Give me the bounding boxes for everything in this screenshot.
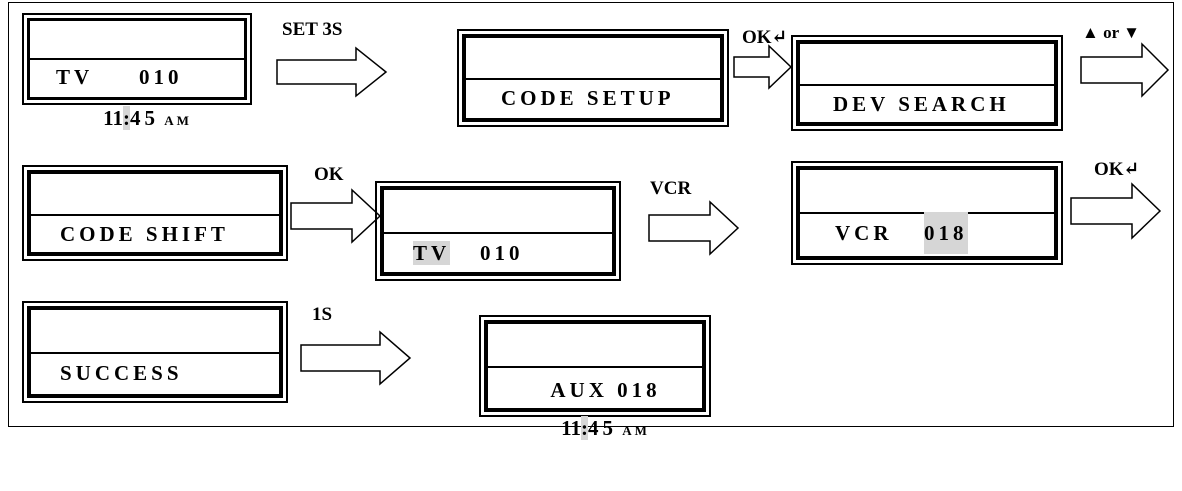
- label-set3s: SET 3S: [282, 19, 343, 40]
- label-ok-2: OK: [314, 164, 344, 185]
- screen-text: AUX 018: [550, 378, 661, 402]
- arrow-4: [290, 188, 382, 244]
- screen-text: CODE SETUP: [501, 86, 675, 110]
- device-code: 010: [480, 241, 524, 265]
- lcd-line-1: AUX 018: [488, 324, 702, 402]
- label-1s: 1S: [312, 304, 333, 325]
- time-colon: :: [580, 416, 588, 440]
- lcd-success: SUCCESS: [22, 301, 288, 403]
- device-label: TV: [56, 65, 94, 89]
- lcd-code-setup: CODE SETUP: [457, 29, 729, 127]
- device-label: VCR: [835, 221, 893, 245]
- time-colon: :: [122, 106, 130, 130]
- lcd-tv-home: TV 010 11:45 AM: [22, 13, 252, 130]
- device-code: 018: [924, 212, 968, 254]
- arrow-7: [300, 330, 412, 386]
- lcd-aux-home: AUX 018 11:45 AM: [479, 315, 711, 440]
- label-vcr: VCR: [650, 178, 692, 199]
- lcd-line-1: CODE SHIFT: [31, 174, 279, 246]
- time-minute: 45: [587, 416, 617, 440]
- lcd-tv-code: TV 010: [375, 181, 621, 281]
- lcd-code-shift: CODE SHIFT: [22, 165, 288, 261]
- screen-text: CODE SHIFT: [60, 222, 229, 246]
- lcd-line-1: TV 010: [384, 190, 612, 265]
- device-code: 010: [139, 65, 183, 89]
- arrow-6: [1070, 182, 1162, 240]
- arrow-1: [276, 46, 388, 98]
- lcd-line-1: TV 010: [29, 20, 245, 89]
- lcd-line-1: SUCCESS: [31, 310, 279, 385]
- screen-text: SUCCESS: [60, 361, 183, 385]
- time-ampm: AM: [164, 113, 192, 128]
- lcd-line-2: 11:45 AM: [29, 58, 245, 130]
- lcd-dev-search: DEV SEARCH: [791, 35, 1063, 131]
- lcd-vcr-code: VCR 018: [791, 161, 1063, 265]
- arrow-5: [648, 200, 740, 256]
- lcd-line-1: VCR 018: [800, 170, 1054, 254]
- screen-text: DEV SEARCH: [833, 92, 1010, 116]
- arrow-3: [1080, 42, 1170, 98]
- diagram-frame: [8, 2, 1174, 427]
- label-up-or-down: ▲ or ▼: [1082, 23, 1140, 42]
- arrow-2: [733, 44, 793, 90]
- label-ok-1: OK↵: [742, 27, 788, 48]
- lcd-line-1: CODE SETUP: [466, 38, 720, 110]
- time-hour: 11: [561, 416, 581, 440]
- label-ok-3: OK↵: [1094, 159, 1140, 180]
- time-minute: 45: [129, 106, 159, 130]
- lcd-line-1: DEV SEARCH: [800, 44, 1054, 116]
- device-label: TV: [413, 241, 451, 265]
- lcd-line-2: 11:45 AM: [488, 368, 702, 440]
- time-hour: 11: [103, 106, 123, 130]
